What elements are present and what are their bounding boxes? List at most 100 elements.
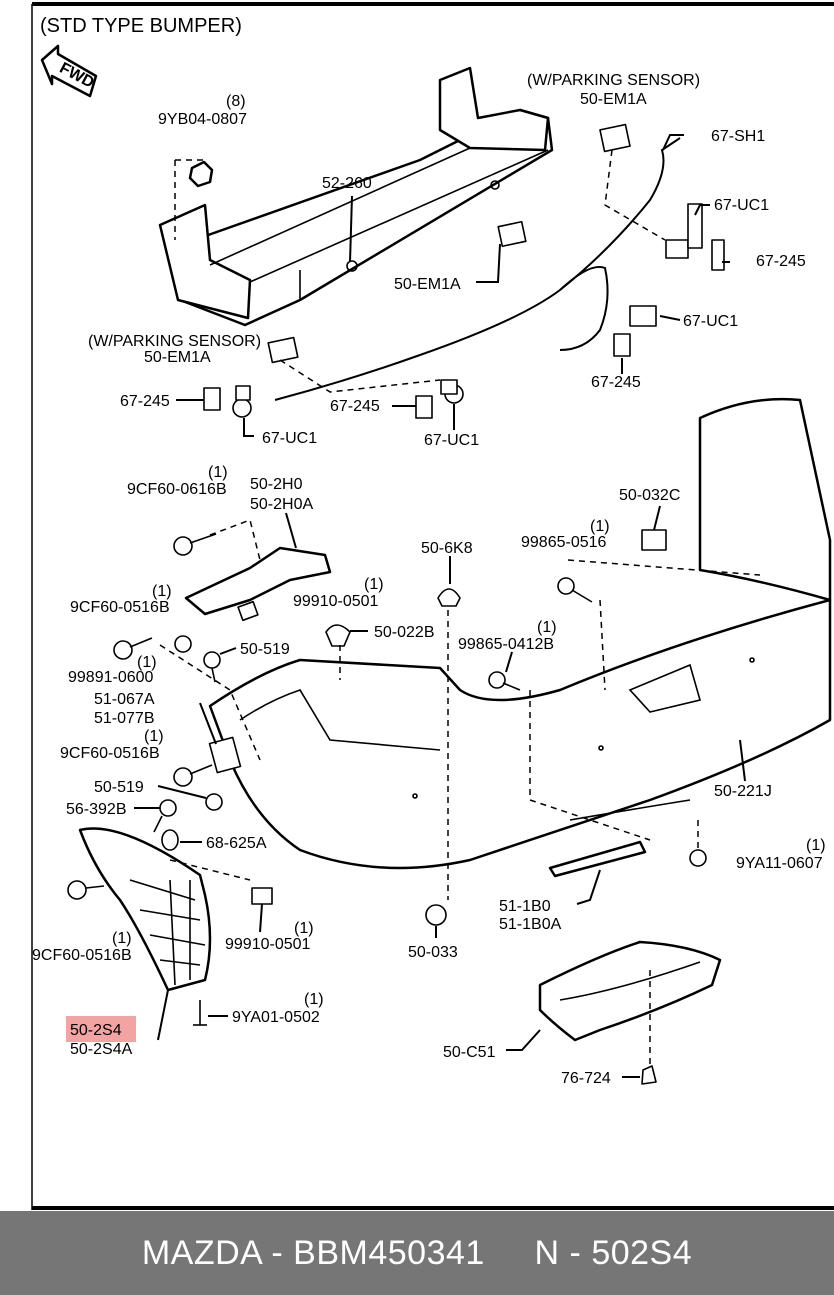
callout-labels: (8) 9YB04-0807 52-260 (W/PARKING SENSOR)… — [32, 72, 826, 1087]
callout: 50-519 — [240, 641, 290, 658]
callout: 99865-0412B — [458, 636, 554, 653]
screw-icon — [488, 671, 521, 691]
clip-icon — [425, 904, 447, 926]
callout: 50-EM1A — [394, 276, 461, 293]
callout: 50-519 — [94, 779, 144, 796]
highlight-box — [66, 1016, 136, 1042]
screw-icon — [173, 764, 213, 787]
callout: 50-2S4A — [70, 1041, 133, 1058]
callout: 99865-0516 — [521, 534, 607, 551]
callout-qty: (1) — [152, 583, 172, 600]
callout: 67-245 — [591, 374, 641, 391]
callout-qty: (1) — [112, 930, 132, 947]
clip-icon — [689, 849, 707, 867]
callout: 67-UC1 — [714, 197, 769, 214]
callout-qty: (1) — [590, 518, 610, 535]
rivet-icon — [641, 1065, 657, 1085]
callout: 50-2H0 — [250, 476, 303, 493]
footer-text: MAZDA - BBM450341 N - 502S4 — [141, 1233, 693, 1272]
parking-sensor-icon — [629, 305, 657, 327]
callout: 67-UC1 — [262, 430, 317, 447]
callout: 67-UC1 — [683, 313, 738, 330]
side-bracket — [184, 546, 332, 616]
callout: 50-221J — [714, 783, 772, 800]
callout-qty: (1) — [806, 837, 826, 854]
reflector — [548, 840, 647, 878]
callout: 56-392B — [66, 801, 127, 818]
diagram-title: (STD TYPE BUMPER) — [40, 15, 242, 37]
callout: 67-UC1 — [424, 432, 479, 449]
callout-qty: (8) — [226, 93, 246, 110]
callout: 50-EM1A — [144, 349, 211, 366]
sensor-pad — [267, 336, 299, 364]
grommet-icon — [161, 829, 179, 851]
callout: 52-260 — [322, 175, 372, 192]
bumper-reinforcement — [158, 66, 554, 327]
parking-sensor-icon — [440, 379, 464, 404]
callout: 67-SH1 — [711, 128, 765, 145]
callout: 9YA11-0607 — [736, 855, 823, 872]
sensor-pad — [599, 123, 631, 153]
nut-icon — [188, 160, 214, 188]
rivet-icon — [193, 1000, 207, 1026]
callout: 9CF60-0516B — [70, 599, 170, 616]
screw-icon — [557, 577, 593, 603]
callout-qty: (1) — [537, 619, 557, 636]
under-cover — [538, 940, 722, 1042]
callout-note: (W/PARKING SENSOR) — [88, 333, 261, 350]
callout: 50-033 — [408, 944, 458, 961]
callout: 50-2H0A — [250, 496, 313, 513]
bumper-fascia — [208, 397, 832, 870]
callout: 50-032C — [619, 487, 680, 504]
callout: 51-067A — [94, 691, 155, 708]
callout: 50-C51 — [443, 1044, 496, 1061]
bolt-icon — [153, 799, 177, 833]
parts-diagram: (STD TYPE BUMPER) FWD — [31, 2, 834, 1210]
callout-qty: (1) — [294, 920, 314, 937]
splash-shield — [78, 827, 212, 992]
callout: 9YB04-0807 — [158, 111, 247, 128]
callout-qty: (1) — [304, 991, 324, 1008]
callout: 50-6K8 — [421, 540, 473, 557]
callout: 50-EM1A — [580, 91, 647, 108]
footer-bar: MAZDA - BBM450341 N - 502S4 — [0, 1211, 834, 1295]
parking-sensor-icon — [665, 203, 703, 259]
callout: 67-245 — [756, 253, 806, 270]
washer-icon — [174, 635, 192, 653]
callout: 51-1B0 — [499, 898, 551, 915]
callout: 99910-0501 — [225, 936, 311, 953]
callout: 51-1B0A — [499, 916, 562, 933]
callout: 67-245 — [120, 393, 170, 410]
bracket-icon — [208, 736, 242, 774]
callout-qty: (1) — [208, 464, 228, 481]
callout: 50-022B — [374, 624, 435, 641]
callout: 9CF60-0616B — [127, 481, 227, 498]
sensor-pad — [497, 220, 527, 248]
retainer-icon — [641, 529, 667, 551]
screw-icon — [67, 880, 105, 900]
callout-note: (W/PARKING SENSOR) — [527, 72, 700, 89]
plug-icon — [325, 624, 351, 647]
sensor-bracket-icon — [415, 395, 433, 419]
callout: 9CF60-0516B — [60, 745, 160, 762]
parking-sensor-icon — [232, 385, 252, 418]
sensor-bracket-icon — [613, 333, 631, 357]
screw-icon — [113, 637, 153, 660]
callout: 68-625A — [206, 835, 267, 852]
callout: 9YA01-0502 — [232, 1009, 320, 1026]
callout-qty: (1) — [144, 728, 164, 745]
clip-icon — [251, 887, 273, 905]
sensor-harness — [274, 137, 681, 401]
callout-qty: (1) — [364, 576, 384, 593]
clip-icon — [203, 651, 221, 683]
callout: 51-077B — [94, 710, 155, 727]
callout-qty: (1) — [137, 654, 157, 671]
callout-highlighted: 50-2S4 — [70, 1022, 122, 1039]
callout: 99891-0600 — [68, 669, 154, 686]
fwd-arrow-icon: FWD — [40, 44, 98, 98]
sensor-bracket-icon — [203, 387, 221, 411]
callout: 9CF60-0516B — [32, 947, 132, 964]
callout: 99910-0501 — [293, 593, 379, 610]
callout: 67-245 — [330, 398, 380, 415]
clip-icon — [205, 793, 223, 811]
